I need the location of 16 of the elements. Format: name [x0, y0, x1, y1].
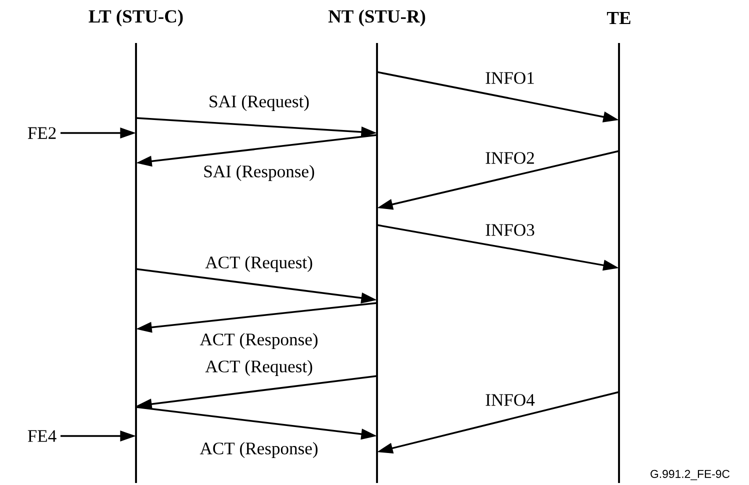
event-label: FE4	[28, 430, 56, 442]
lifeline: NT (STU-R)	[328, 10, 426, 484]
edge-label: INFO1	[486, 72, 534, 84]
event-label: FE2	[28, 127, 56, 139]
edge-label: INFO2	[486, 152, 534, 164]
edge-label: ACT (Response)	[200, 333, 318, 349]
edge-label: SAI (Response)	[204, 165, 314, 181]
figure-id: G.991.2_FE-9C	[650, 470, 730, 480]
lifeline: LT (STU-C)	[88, 10, 183, 484]
edge-label: SAI (Request)	[210, 95, 309, 111]
edge-label: INFO3	[486, 224, 534, 236]
edge-label: ACT (Request)	[205, 360, 312, 376]
edge-label: INFO4	[486, 394, 535, 406]
lifeline: TE	[606, 12, 630, 484]
edge-label: ACT (Request)	[205, 256, 312, 272]
edge-label: ACT (Response)	[200, 442, 318, 458]
